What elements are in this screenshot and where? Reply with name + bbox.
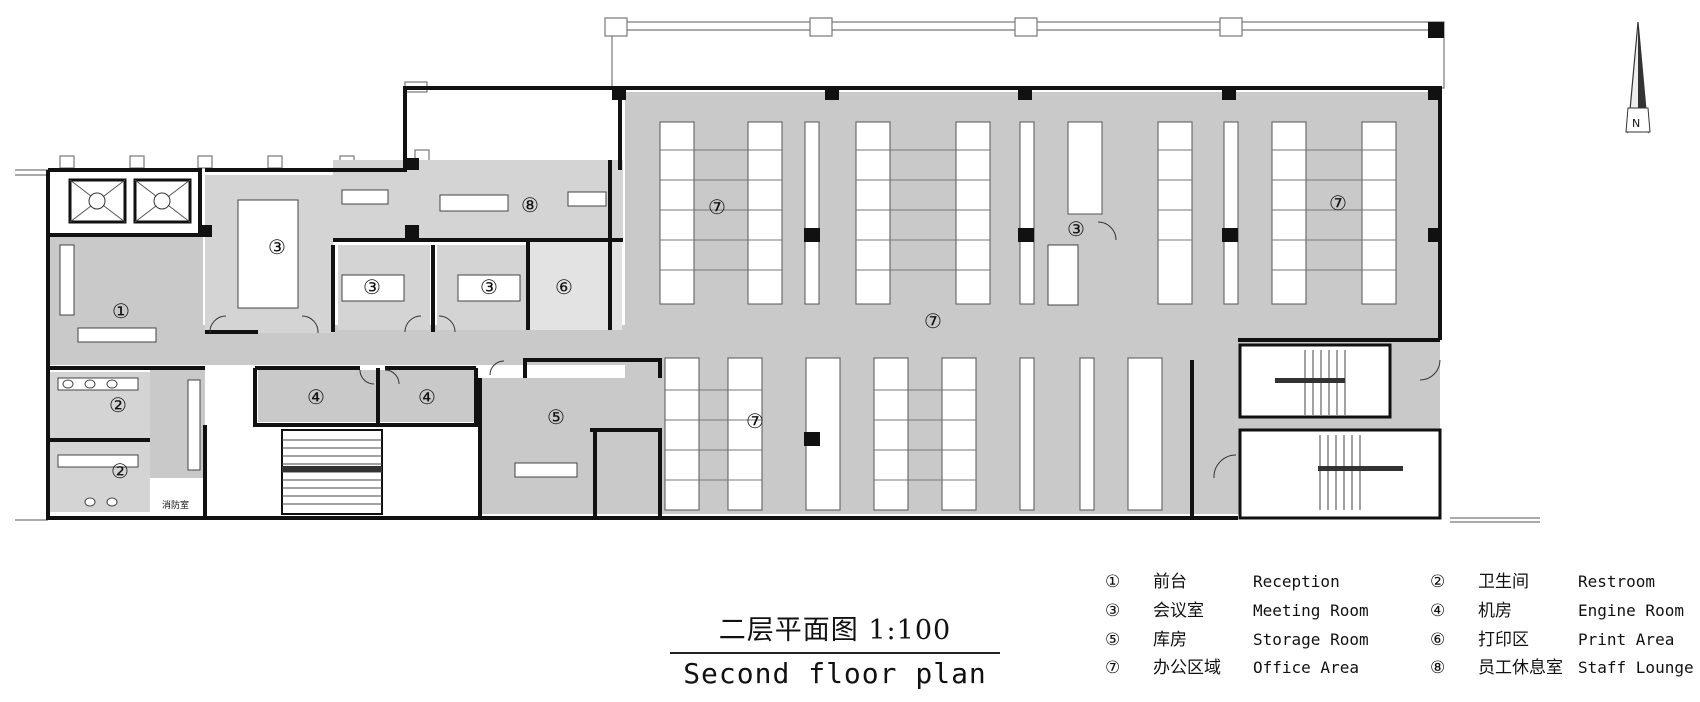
storage-floor — [480, 378, 660, 514]
legend-num: ⑤ — [1105, 630, 1121, 650]
room-marker: ⑦ — [924, 309, 942, 333]
office-desks — [659, 121, 1397, 511]
legend-en: Restroom — [1578, 572, 1656, 591]
floor-plan: N 消防室 ① ② ② ③ ③ ③ ③ ④ ④ ⑤ ⑥ ⑦ ⑦ ⑦ ⑦ ⑧ — [15, 17, 1651, 523]
doors — [209, 221, 1441, 479]
room-marker: ④ — [307, 385, 325, 409]
plan-title-cn: 二层平面图 1:100 — [718, 615, 952, 646]
legend-en: Reception — [1253, 572, 1340, 591]
room-legend: ① 前台 Reception ② 卫生间 Restroom ③ 会议室 Meet… — [1095, 570, 1695, 690]
room-markers: ① ② ② ③ ③ ③ ③ ④ ④ ⑤ ⑥ ⑦ ⑦ ⑦ ⑦ ⑧ — [109, 191, 1347, 483]
legend-cn: 办公区域 — [1153, 658, 1221, 678]
legend-en: Storage Room — [1253, 630, 1369, 649]
stair-core-west — [281, 429, 383, 515]
desk-dividers — [660, 149, 1396, 481]
cleaning-room-label: 消防室 — [162, 499, 189, 511]
room-marker: ③ — [268, 235, 286, 259]
room-marker: ⑧ — [521, 193, 539, 217]
compass-label: N — [1632, 117, 1640, 130]
legend-num: ② — [1430, 572, 1446, 592]
room-marker: ③ — [480, 275, 498, 299]
legend-num: ④ — [1430, 601, 1446, 621]
room-marker: ② — [109, 393, 127, 417]
engine-east-floor — [380, 370, 475, 422]
stair-core-east — [1238, 343, 1442, 520]
compass-icon — [1625, 21, 1651, 134]
room-marker: ⑥ — [555, 275, 573, 299]
title-underline — [670, 652, 1000, 654]
legend-cn: 机房 — [1478, 601, 1512, 621]
room-marker: ⑤ — [547, 405, 565, 429]
legend-num: ⑥ — [1430, 630, 1446, 650]
room-marker: ④ — [418, 385, 436, 409]
room-marker: ② — [111, 459, 129, 483]
legend-en: Print Area — [1578, 630, 1675, 649]
room-marker: ③ — [363, 275, 381, 299]
room-marker: ⑦ — [746, 409, 764, 433]
legend-num: ⑧ — [1430, 658, 1446, 678]
column-markers — [59, 17, 1243, 169]
legend-cn: 会议室 — [1153, 601, 1204, 621]
plan-title-en: Second floor plan — [683, 657, 987, 690]
room-marker: ③ — [1067, 217, 1085, 241]
legend-num: ① — [1105, 572, 1121, 592]
engine-west-floor — [258, 370, 376, 422]
legend-en: Meeting Room — [1253, 601, 1369, 620]
room-marker: ⑦ — [708, 195, 726, 219]
conference-tables — [59, 189, 1079, 478]
plan-title-block: 二层平面图 1:100 Second floor plan — [670, 614, 1000, 692]
legend-en: Office Area — [1253, 658, 1359, 677]
legend-cn: 员工休息室 — [1478, 658, 1563, 678]
legend-cn: 前台 — [1153, 572, 1187, 592]
room-marker: ① — [112, 299, 130, 323]
print-floor — [530, 240, 622, 330]
elevator-shafts — [68, 178, 192, 224]
legend-cn: 打印区 — [1478, 630, 1529, 650]
room-marker: ⑦ — [1329, 191, 1347, 215]
restroom-stalls — [57, 377, 139, 507]
legend-en: Staff Lounge — [1578, 658, 1694, 677]
legend-en: Engine Room — [1578, 601, 1684, 620]
legend-num: ③ — [1105, 601, 1121, 621]
legend-num: ⑦ — [1105, 658, 1121, 678]
legend-cn: 卫生间 — [1478, 572, 1529, 592]
restroom-sinks — [187, 379, 201, 471]
columns — [200, 22, 1444, 446]
legend-cn: 库房 — [1153, 630, 1187, 650]
